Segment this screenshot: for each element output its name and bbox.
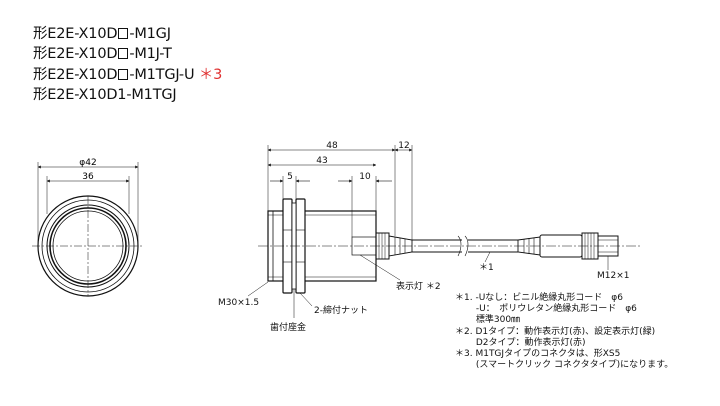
model-line: 形E2E-X10D1-M1TGJ bbox=[33, 85, 222, 105]
thread-label: M30×1.5 bbox=[218, 298, 260, 308]
model-line: 形E2E-X10D -M1TGJ-U ＊3 bbox=[33, 65, 222, 85]
model-prefix: 形E2E-X10D bbox=[33, 26, 118, 42]
footnotes: ＊1. -Uなし：ビニル絶縁丸形コード φ6 -U： ポリウレタン絶縁丸形コード… bbox=[455, 293, 673, 371]
nut-label: 2-締付ナット bbox=[314, 306, 368, 316]
note-mark: ＊3 bbox=[198, 66, 223, 83]
model-prefix: 形E2E-X10D bbox=[33, 66, 118, 83]
front-view bbox=[32, 162, 144, 297]
model-suffix: -M1J-T bbox=[129, 46, 172, 63]
footnote-line: 標準300㎜ bbox=[455, 315, 521, 326]
side-view bbox=[247, 145, 640, 318]
dim-42-label: φ42 bbox=[79, 158, 96, 168]
indicator-label: 表示灯 ＊2 bbox=[396, 282, 441, 292]
wildcard-box bbox=[118, 68, 129, 80]
dim-43-label: 43 bbox=[316, 156, 327, 166]
model-suffix: -M1GJ bbox=[129, 26, 171, 42]
dim-10-label: 10 bbox=[359, 172, 371, 182]
model-prefix: 形E2E-X10D bbox=[33, 46, 118, 63]
wildcard-box bbox=[118, 28, 129, 39]
footnote-line: ＊1. -Uなし：ビニル絶縁丸形コード φ6 bbox=[455, 293, 623, 303]
dim-12-label: 12 bbox=[398, 141, 409, 151]
wildcard-box bbox=[118, 48, 129, 60]
model-suffix: -M1TGJ-U bbox=[129, 66, 195, 83]
footnote-line: ＊3. M1TGJタイプのコネクタは、形XS5 bbox=[455, 349, 621, 360]
model-line: 形E2E-X10D -M1J-T bbox=[33, 44, 222, 64]
footnote-line: D2タイプ：動作表示灯(赤) bbox=[455, 337, 586, 348]
cable-note-label: ＊1 bbox=[479, 263, 494, 273]
model-list: 形E2E-X10D -M1GJ 形E2E-X10D -M1J-T 形E2E-X10D… bbox=[33, 24, 222, 105]
washer-label: 歯付座金 bbox=[270, 323, 307, 333]
model-prefix: 形E2E-X10D1-M1TGJ bbox=[33, 86, 177, 103]
footnote-line: (スマートクリック コネクタタイプ)になります。 bbox=[455, 360, 674, 371]
dim-48-label: 48 bbox=[326, 141, 338, 151]
footnote-line: ＊2. D1タイプ：動作表示灯(赤)、設定表示灯(緑) bbox=[455, 326, 656, 337]
dim-5-label: 5 bbox=[287, 172, 293, 182]
footnote-line: -U： ポリウレタン絶縁丸形コード φ6 bbox=[455, 304, 637, 315]
model-line: 形E2E-X10D -M1GJ bbox=[33, 24, 222, 44]
dim-36-label: 36 bbox=[82, 172, 94, 182]
connector-thread-label: M12×1 bbox=[597, 271, 630, 281]
